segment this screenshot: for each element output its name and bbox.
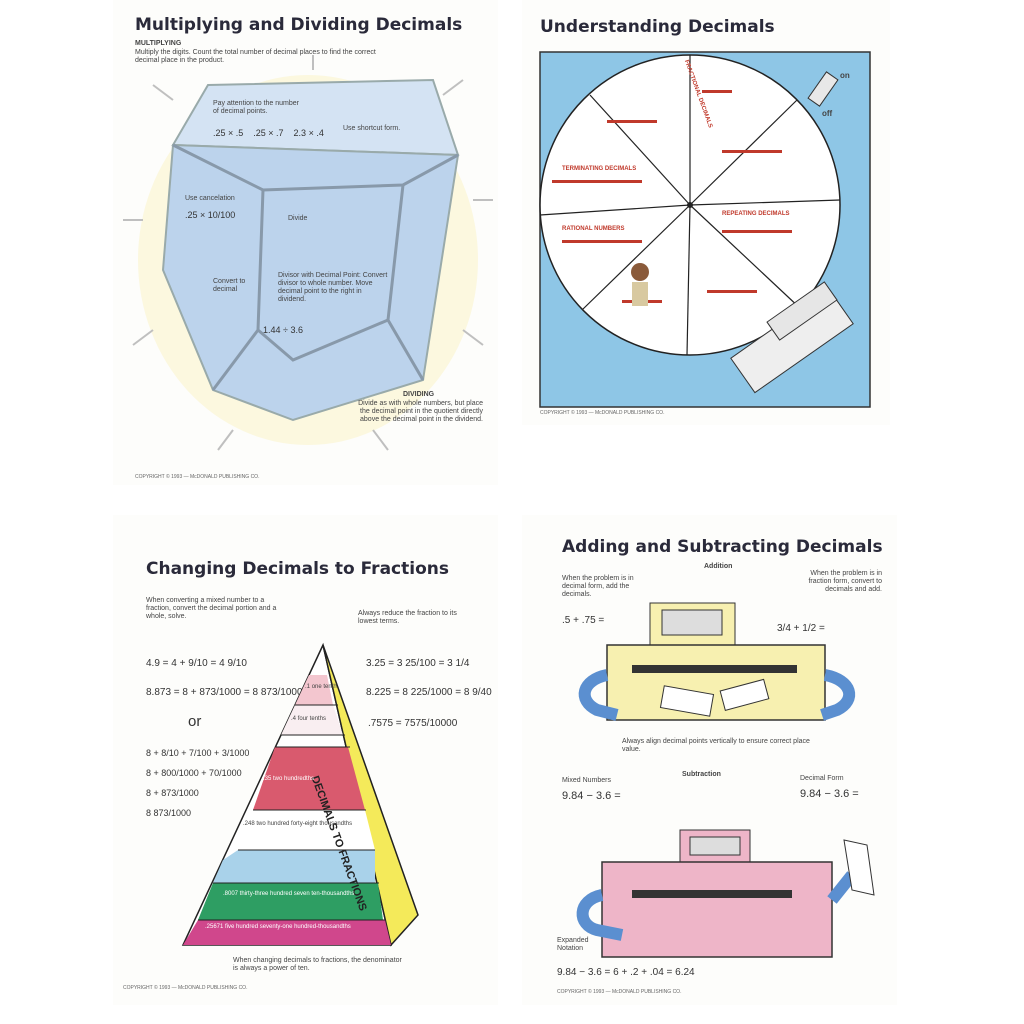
add-note-left: When the problem is in decimal form, add…: [562, 575, 634, 598]
eq-3-25: 3.25 = 3 25/100 = 3 1/4: [366, 658, 470, 669]
note-convert: Convert to decimal: [213, 278, 246, 293]
note-reduce: Always reduce the fraction to its lowest…: [358, 610, 457, 625]
switch-off-label: off: [822, 109, 833, 118]
switch-on-label: on: [840, 71, 850, 80]
page-title: Understanding Decimals: [540, 17, 775, 37]
copyright: COPYRIGHT © 1993 — McDONALD PUBLISHING C…: [135, 474, 260, 480]
intro-text: Multiply the digits. Count the total num…: [135, 49, 376, 64]
crystal-illustration: [123, 55, 493, 451]
eq-4-9: 4.9 = 4 + 9/10 = 4 9/10: [146, 658, 247, 669]
copyright: COPYRIGHT © 1993 — McDONALD PUBLISHING C…: [540, 410, 665, 416]
panel-multiplying: Multiplying and Dividing Decimals MULTIP…: [113, 0, 498, 485]
wedge-label-terminating: TERMINATING DECIMALS: [562, 166, 637, 172]
expanded-label: Expanded Notation: [557, 937, 589, 952]
level-5: .8007 thirty-three hundred seven ten-tho…: [223, 891, 355, 897]
cash-register-illustrations: [576, 602, 875, 958]
wedge-label-repeating: REPEATING DECIMALS: [722, 211, 790, 217]
copyright: COPYRIGHT © 1993 — McDONALD PUBLISHING C…: [557, 989, 682, 995]
note-divide: Divide: [288, 215, 308, 222]
subhead-multiplying: MULTIPLYING: [135, 40, 182, 47]
expanded-eq: 9.84 − 3.6 = 6 + .2 + .04 = 6.24: [557, 967, 695, 978]
pyramid-illustration: [181, 642, 419, 947]
add-note-right: When the problem is in fraction form, co…: [808, 570, 882, 593]
sub-eq-right: 9.84 − 3.6 =: [800, 788, 859, 800]
eq-7575: .7575 = 7575/10000: [368, 718, 458, 729]
note-cancelation: Use cancelation: [185, 195, 235, 202]
mult-examples: .25 × .5 .25 × .7 2.3 × .4: [213, 128, 324, 138]
panel-understanding: Understanding Decimals on off FRACTIONAL…: [522, 0, 890, 425]
decimal-wheel-poster: [539, 51, 871, 408]
level-3: .35 two hundredths: [263, 776, 315, 782]
page-title: Multiplying and Dividing Decimals: [135, 15, 463, 35]
or-label: or: [188, 713, 202, 730]
footer-note: When changing decimals to fractions, the…: [233, 957, 402, 972]
subtraction-head: Subtraction: [682, 771, 721, 778]
note-divisor: Divisor with Decimal Point: Convert divi…: [278, 272, 388, 303]
sub-eq-left: 9.84 − 3.6 =: [562, 790, 621, 802]
level-2: .4 four tenths: [291, 716, 327, 722]
level-4: .248 two hundred forty-eight thousandths: [243, 821, 353, 827]
dividing-head: DIVIDING: [403, 391, 435, 398]
note-mixed: When converting a mixed number to a frac…: [146, 597, 277, 620]
note-decimal-points: Pay attention to the number of decimal p…: [213, 100, 299, 115]
level-6: .25671 five hundred seventy-one hundred-…: [205, 924, 351, 930]
addition-head: Addition: [704, 563, 733, 570]
wedge-label-rational: RATIONAL NUMBERS: [562, 226, 625, 232]
page-title: Adding and Subtracting Decimals: [562, 537, 883, 557]
eq-8-873: 8.873 = 8 + 873/1000 = 8 873/1000: [146, 687, 303, 698]
add-eq-right: 3/4 + 1/2 =: [777, 623, 825, 634]
level-1: .1 one tenth: [305, 684, 337, 690]
copyright: COPYRIGHT © 1993 — McDONALD PUBLISHING C…: [123, 985, 248, 991]
cancel-example: .25 × 10/100: [185, 210, 236, 220]
eq-8-225: 8.225 = 8 225/1000 = 8 9/40: [366, 687, 492, 698]
align-note: Always align decimal points vertically t…: [622, 738, 810, 753]
page-title: Changing Decimals to Fractions: [146, 559, 449, 579]
dividing-text: Divide as with whole numbers, but place …: [358, 400, 483, 423]
panel-changing: Changing Decimals to Fractions When conv…: [113, 515, 498, 1005]
note-shortcut: Use shortcut form.: [343, 125, 401, 132]
div-example: 1.44 ÷ 3.6: [263, 325, 303, 335]
panel-adding: Adding and Subtracting Decimals Addition…: [522, 515, 897, 1005]
mixed-numbers-label: Mixed Numbers: [562, 777, 612, 784]
decimal-form-label: Decimal Form: [800, 775, 844, 782]
add-eq-left: .5 + .75 =: [562, 615, 605, 626]
